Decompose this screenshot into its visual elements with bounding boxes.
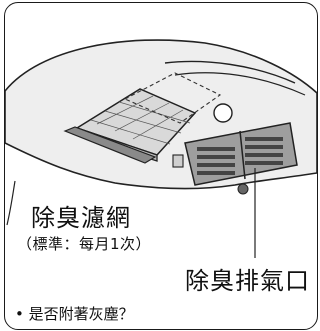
deodorizer-vent [184,122,298,195]
cleaning-interval-label: （標準：每月1次） [17,235,152,253]
dust-check-note: • 是否附著灰塵？ [15,305,134,323]
illustration-panel: 除臭濾網 （標準：每月1次） 除臭排氣口 • 是否附著灰塵？ [4,2,318,330]
deodorizer-illustration [5,39,317,258]
deodorizer-filter-label: 除臭濾網 [31,204,131,232]
deodorizer-vent-label: 除臭排氣口 [185,267,310,295]
deodorizer-filter [63,72,222,164]
